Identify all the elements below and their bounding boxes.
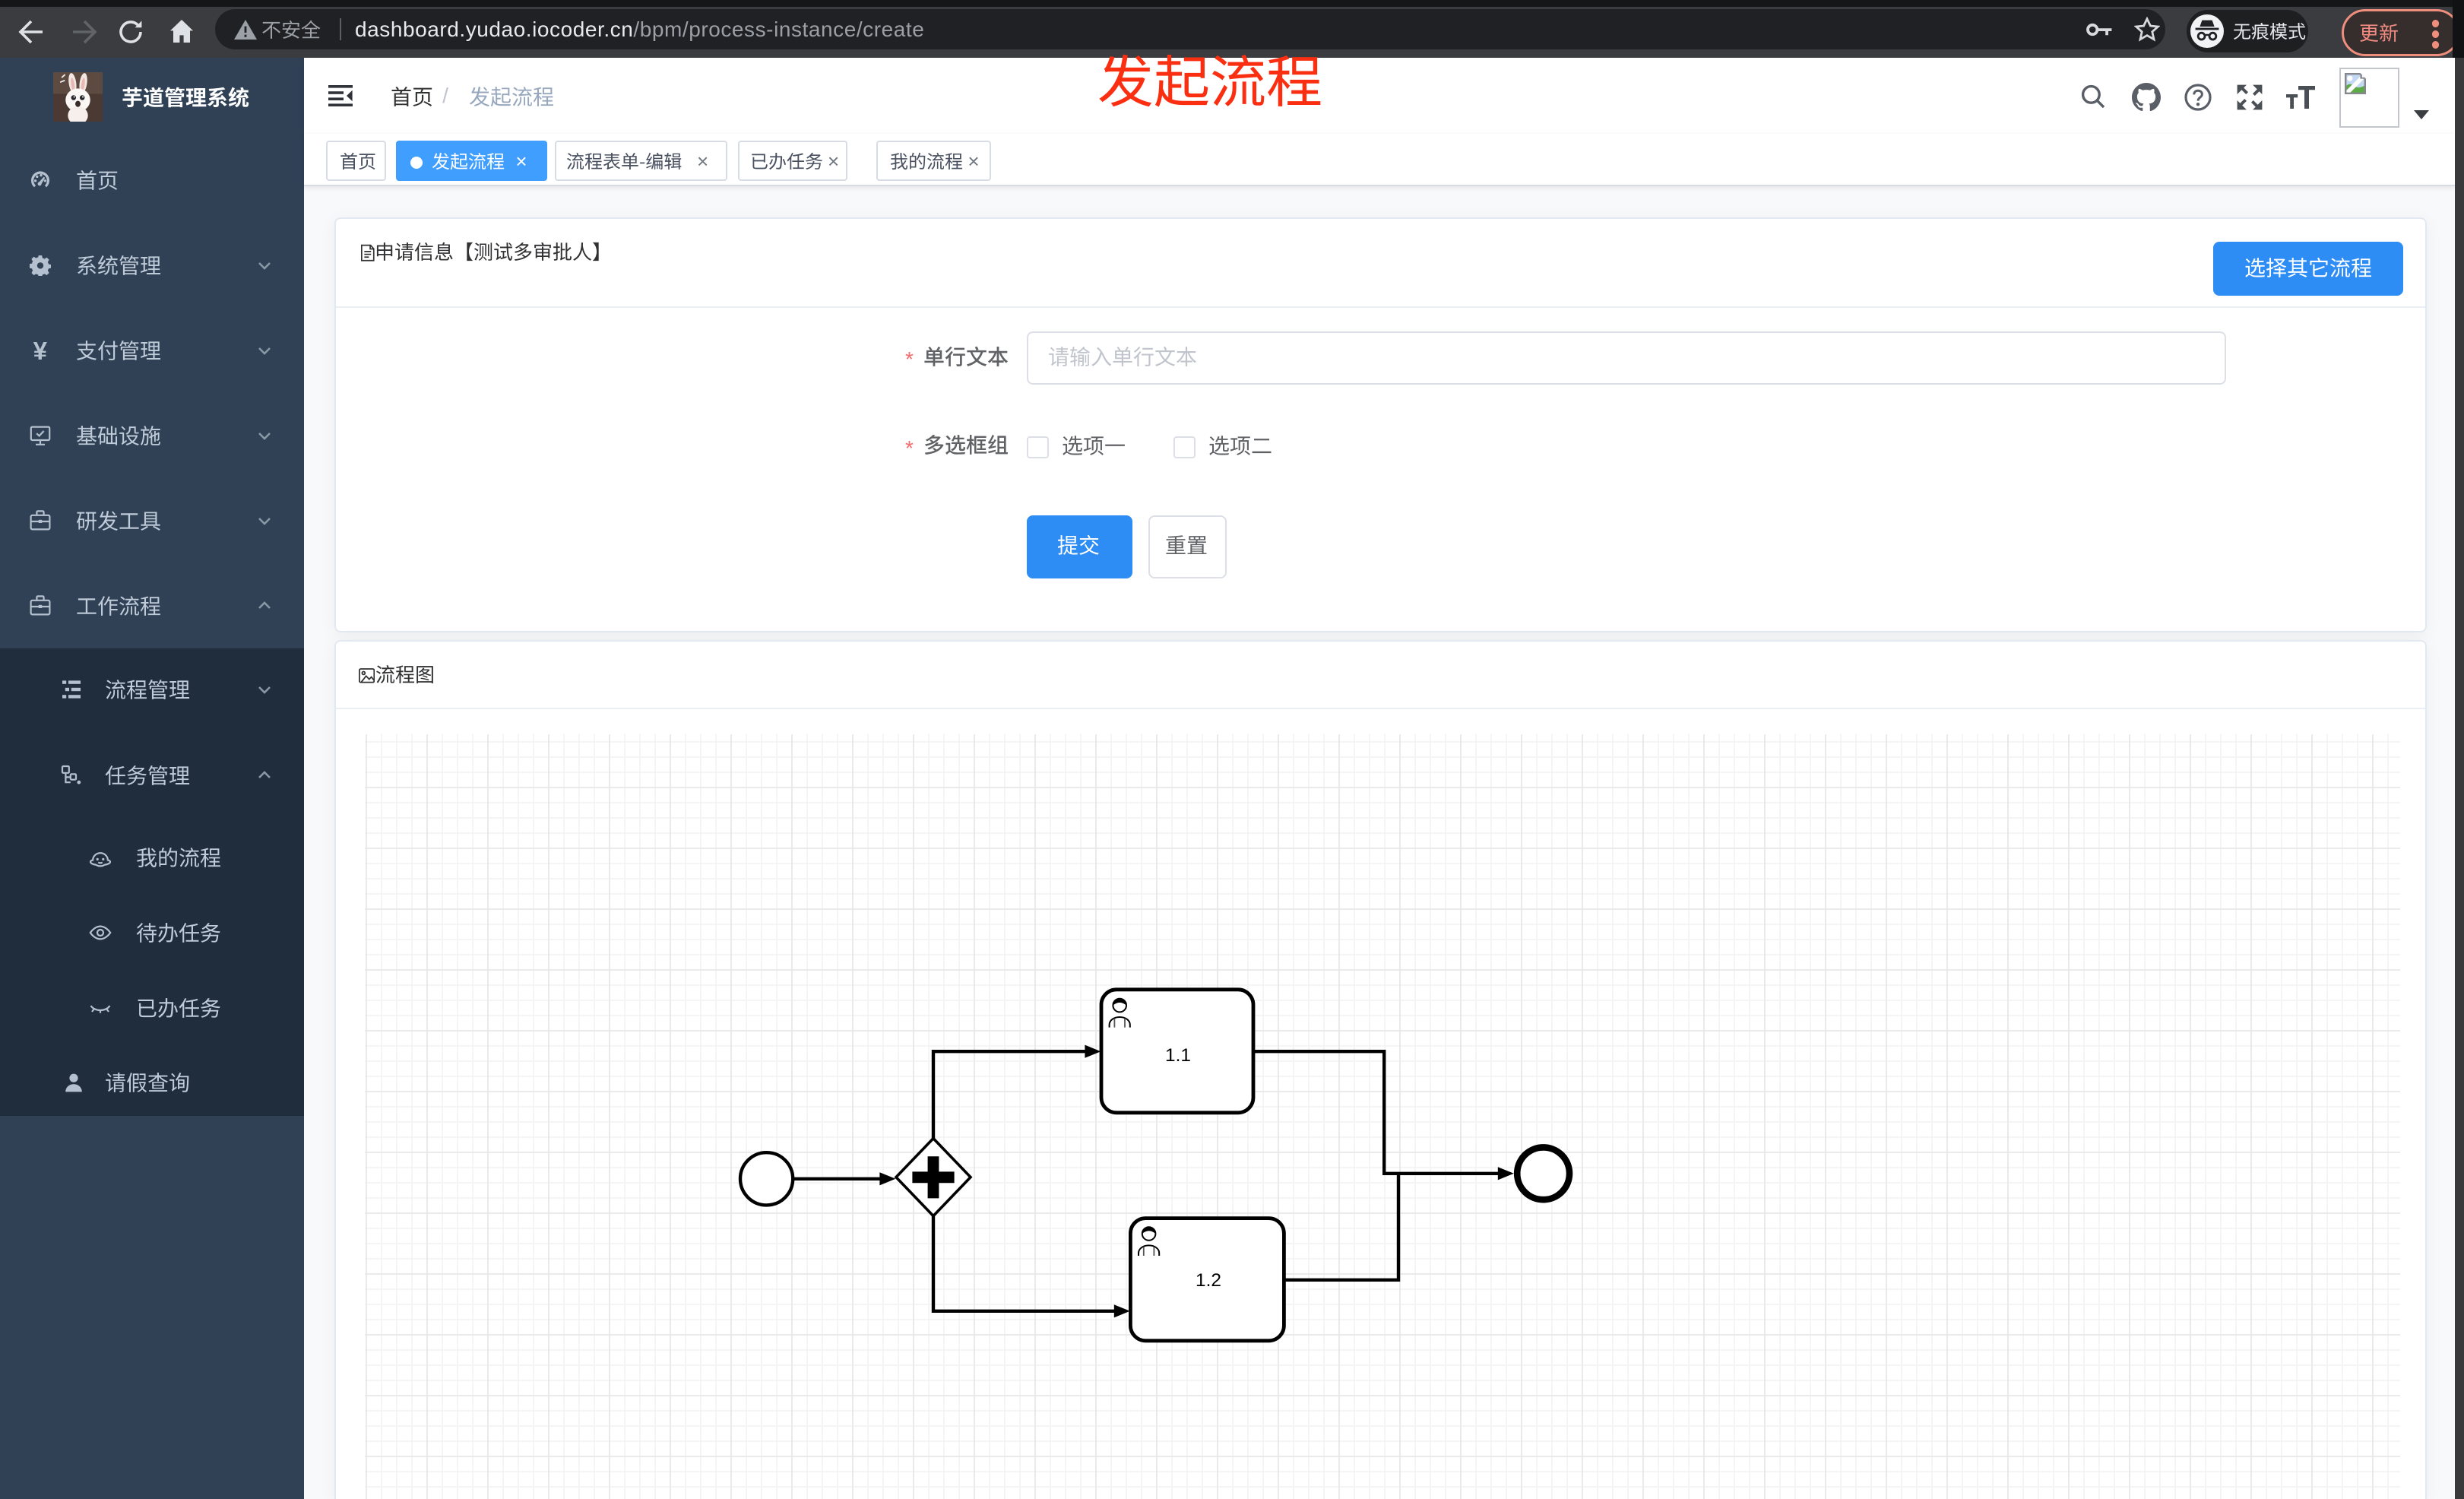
svg-text:1.1: 1.1 xyxy=(1165,1045,1191,1066)
svg-text:1.2: 1.2 xyxy=(1196,1270,1221,1291)
